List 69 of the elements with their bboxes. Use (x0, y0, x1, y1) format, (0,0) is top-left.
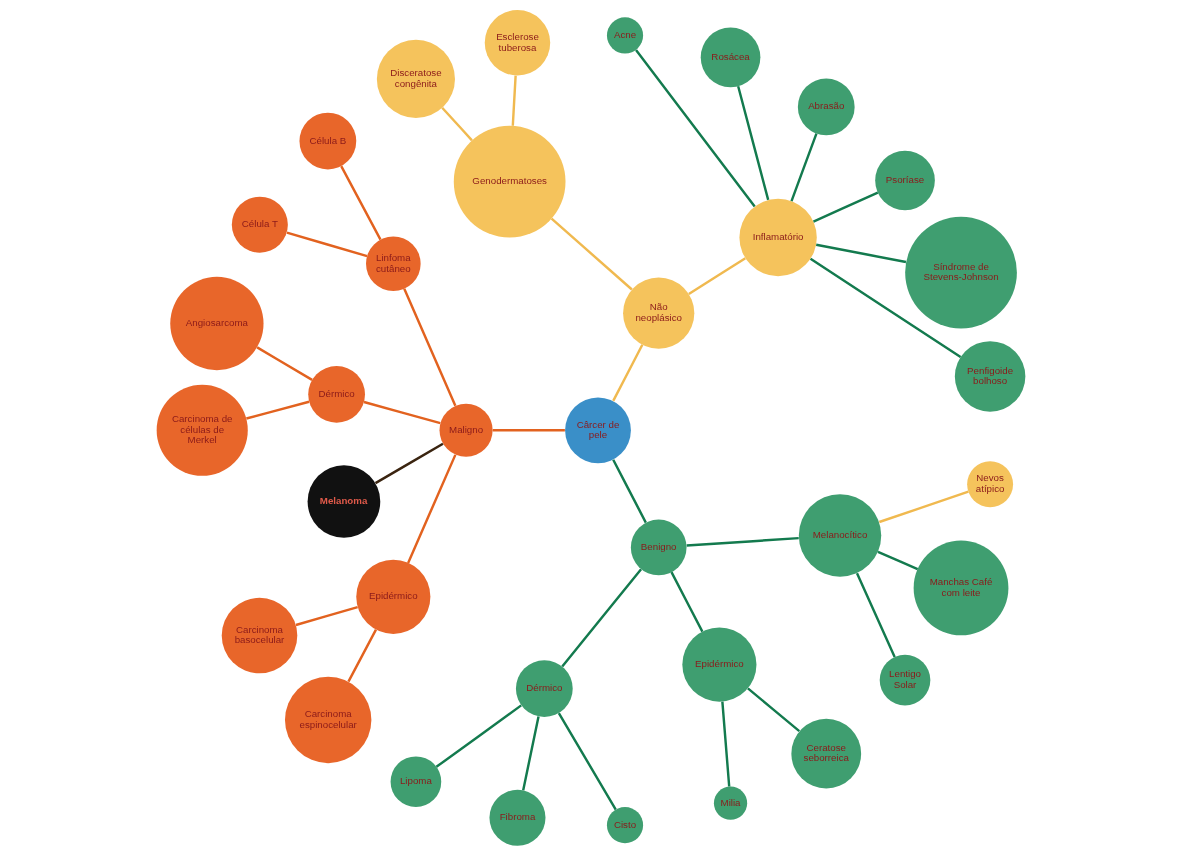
connector (374, 442, 444, 485)
connector (407, 454, 457, 564)
node-circle: Benigno (630, 519, 687, 576)
node-circle: Lentigo Solar (879, 654, 931, 706)
node-circle: Disceratose congênita (376, 39, 455, 118)
node-circle: Melanoma (307, 465, 381, 538)
connector (855, 572, 896, 658)
connector (557, 712, 617, 811)
node-circle: Manchas Café com leite (913, 540, 1009, 636)
connector (721, 701, 731, 787)
node-circle: Dérmico (308, 365, 365, 423)
node-circle: Lipoma (390, 756, 442, 808)
node-circle: Linfoma cutâneo (366, 236, 421, 292)
node-circle: Penfigoide bolhoso (954, 341, 1026, 412)
node-circle: Nevos atípico (967, 461, 1014, 508)
connector (347, 629, 378, 683)
node-circle: Rosácea (700, 27, 761, 88)
node-circle: Carcinoma de células de Merkel (156, 384, 248, 476)
connector (286, 231, 368, 258)
connector (295, 605, 358, 627)
node-circle: Psoríase (875, 150, 935, 211)
connector (246, 400, 310, 420)
node-circle: Fibroma (489, 789, 546, 846)
connector (877, 550, 919, 571)
connector (878, 490, 969, 524)
node-circle: Angiosarcoma (170, 276, 264, 371)
connector (816, 243, 907, 264)
node-circle: Inflamatório (739, 198, 817, 277)
connector (363, 400, 441, 425)
connector (435, 704, 522, 768)
connector (441, 106, 473, 142)
node-circle: Não neoplásico (623, 277, 695, 349)
connector (812, 191, 879, 223)
node-circle: Milia (713, 786, 748, 820)
connector (612, 344, 644, 402)
connector (492, 429, 565, 432)
node-circle: Carcinoma espinocelular (284, 676, 372, 764)
connector (522, 716, 540, 791)
connector (561, 568, 643, 668)
connector (550, 217, 633, 291)
node-circle: Acne (606, 17, 644, 54)
node-circle: Dérmico (515, 660, 573, 717)
connector (635, 49, 756, 208)
node-circle: Epidérmico (682, 627, 757, 702)
node-circle: Célula B (299, 112, 357, 170)
node-circle: Epidérmico (356, 559, 431, 634)
connector (612, 459, 647, 524)
node-circle: Abrasão (797, 78, 855, 136)
connector (790, 133, 818, 202)
connector (737, 85, 770, 201)
node-circle: Síndrome de Stevens-Johnson (905, 216, 1017, 329)
node-circle: Maligno (439, 403, 493, 457)
node-circle: Cârcer de pele (565, 397, 631, 464)
connector (403, 288, 457, 407)
node-circle: Carcinoma basocelular (221, 597, 298, 674)
node-circle: Melanocítico (798, 494, 882, 577)
connector (809, 257, 962, 359)
node-circle: Esclerose tuberosa (484, 10, 551, 76)
connector (747, 687, 801, 733)
node-circle: Cisto (606, 807, 644, 844)
connector (511, 75, 517, 126)
connector (686, 536, 799, 547)
node-circle: Ceratose seborreica (791, 718, 862, 789)
connector (340, 165, 382, 241)
connector (688, 257, 746, 296)
node-circle: Célula T (231, 196, 288, 253)
connector (256, 346, 313, 381)
node-circle: Genodermatoses (453, 125, 566, 238)
connector (670, 571, 704, 633)
